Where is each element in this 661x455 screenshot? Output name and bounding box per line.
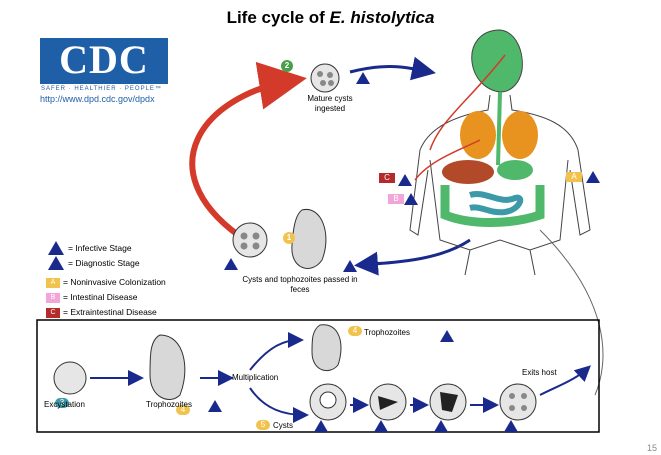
cyst-step1-icon [232, 222, 268, 258]
diag-icon-4 [434, 420, 448, 432]
infective-icon [48, 241, 64, 255]
diag-icon-6 [440, 330, 454, 342]
excretion-arrow [354, 238, 471, 276]
diag-icon-9 [224, 258, 238, 270]
diag-icon-7 [343, 260, 357, 272]
diag-icon-2 [314, 420, 328, 432]
diagnostic-icon [48, 256, 64, 270]
trophozoite-multiplied-icon [311, 324, 342, 372]
excystation-cyst-icon [53, 361, 87, 395]
liver [442, 160, 494, 184]
trophozoite-step1-icon [291, 209, 327, 269]
badge-a: A [566, 172, 582, 182]
excystation-label: Excystation [44, 400, 85, 409]
step-2-label: Mature cysts ingested [307, 94, 353, 113]
diag-icon-8 [356, 72, 370, 84]
legend-intestinal: B= Intestinal Disease [46, 291, 137, 303]
small-intestine [469, 190, 524, 216]
red-cycle-arrow [189, 61, 307, 238]
diag-icon-10 [586, 171, 600, 183]
step-1-label: Cysts and tophozoites passed in feces [242, 275, 358, 294]
lung-right [502, 111, 538, 159]
cysts-label: Cysts [273, 421, 293, 430]
trophozoites-stage-label: Trophozoites [364, 328, 410, 337]
legend-noninvasive: A= Noninvasive Colonization [46, 276, 166, 288]
cdc-logo: CDC [40, 38, 168, 84]
legend-diagnostic: = Diagnostic Stage [68, 258, 140, 268]
step-1-badge [283, 232, 295, 244]
step-4-badge-a: 4 [176, 405, 190, 415]
stomach [497, 160, 533, 180]
step-2-badge [281, 60, 293, 72]
trophozoite-icon [149, 334, 186, 400]
mature-cyst-icon [310, 63, 340, 93]
spread-line-2 [414, 139, 481, 181]
badge-c: C [379, 173, 395, 183]
legend-infective: = Infective Stage [68, 243, 132, 253]
spread-line-1 [429, 54, 506, 151]
trophozoites-label: Trophozoites [146, 400, 192, 409]
step-1-number: 1 [286, 233, 292, 242]
legend-extraintestinal: C= Extraintestinal Disease [46, 306, 157, 318]
diag-icon-12 [404, 193, 418, 205]
lung-left [460, 111, 496, 159]
diag-icon-1 [208, 400, 222, 412]
step-2-number: 2 [284, 61, 290, 70]
cdc-tagline: SAFER · HEALTHIER · PEOPLE™ [41, 86, 162, 92]
esophagus [496, 91, 502, 166]
step-5-badge: 5 [256, 420, 270, 430]
colon [440, 185, 545, 227]
cyst-stage-4-icon [499, 383, 537, 421]
ingestion-arrow [349, 56, 436, 81]
step-3-badge: 3 [55, 398, 69, 408]
page-title: Life cycle of E. histolytica [226, 8, 435, 27]
page-number: 15 [646, 443, 657, 453]
diag-icon-3 [374, 420, 388, 432]
exits-host-label: Exits host [522, 368, 557, 377]
diag-icon-11 [398, 174, 412, 186]
diag-icon-5 [504, 420, 518, 432]
multiplication-label: Multiplication [232, 373, 279, 382]
cdc-url: http://www.dpd.cdc.gov/dpdx [40, 94, 155, 104]
step-4-badge-b: 4 [348, 326, 362, 336]
badge-b: B [388, 194, 404, 204]
